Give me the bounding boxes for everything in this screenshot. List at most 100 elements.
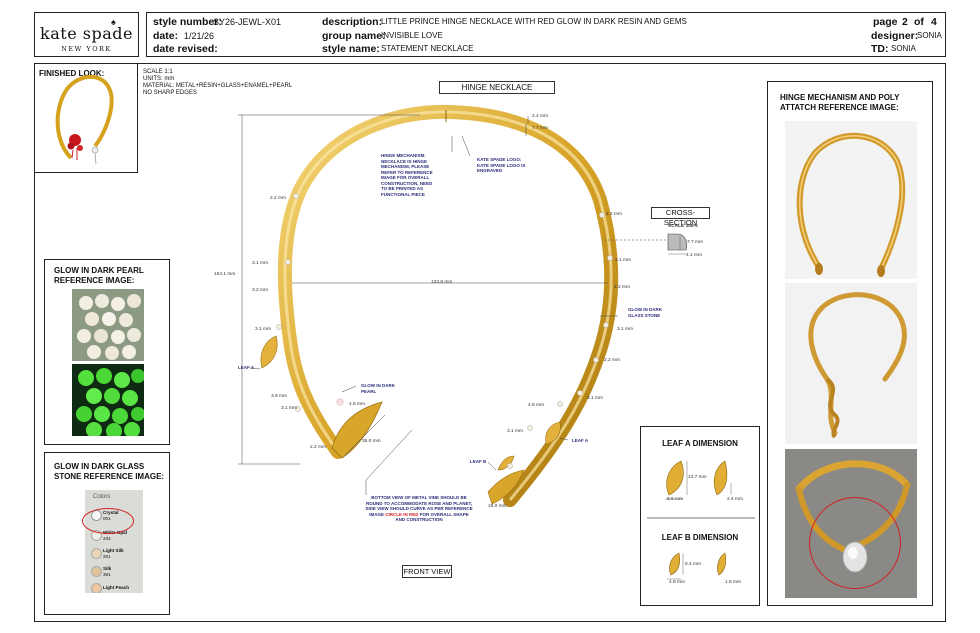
header-box: style number: SY26-JEWL-X01 date: 1/21/2… [146,12,946,57]
swatch-name-3: Light Silk [103,548,124,553]
main-frame [34,63,946,622]
td-label: TD: [871,43,889,55]
hinge-ref-title: HINGE MECHANISM AND POLY ATTATCH REFEREN… [780,93,900,112]
finished-look-title: FINISHED LOOK: [39,69,105,78]
note-leaf-b: LEAF B [470,459,487,464]
note-glow-pearl: GLOW IN DARK PEARL [361,383,395,394]
cross-scale-label: SCALE 100% [668,224,698,229]
spec-units: UNITS: mm [143,76,175,82]
swatch-code-2: 234 [103,536,111,541]
dim-2-4: 2.4 mm [532,114,548,119]
leaf-dimension-box: LEAF A DIMENSION 13.7 mm 8.6 mm 2.4 mm L… [640,426,760,606]
dim-right-2-2b: 2.2 mm [614,285,630,290]
spec-material: MATERIAL: METAL+RESIN+GLASS+ENAMEL+PEARL [143,83,293,89]
note-glow-glass: GLOW IN DARK GLASS STONE [628,307,662,318]
style-name-label: style name: [322,43,380,55]
dim-cs-4-1: 4.1 mm [686,253,702,258]
glow-pearl-box: GLOW IN DARK PEARL REFERENCE IMAGE: [44,259,170,445]
dim-left-3-1c: 3.1 mm [281,406,297,411]
leaf-a-title: LEAF A DIMENSION [662,439,738,448]
style-number-value: SY26-JEWL-X01 [213,17,282,27]
leaf-a-side: 2.4 mm [727,497,743,502]
swatch-light-peach [91,583,102,593]
leaf-b-width: 4.8 mm [669,580,685,585]
page-current: 2 [902,16,908,28]
glow-glass-title: GLOW IN DARK GLASS STONE REFERENCE IMAGE… [54,462,165,481]
description-value: LITTLE PRINCE HINGE NECKLACE WITH RED GL… [381,17,687,26]
dim-left-2-2b: 2.2 mm [310,445,326,450]
hinge-ref-photo-2 [785,283,917,444]
hinge-ref-photo-3 [785,449,917,598]
hinge-necklace-title: HINGE NECKLACE [439,81,555,94]
note-bottom-red: CIRCLE IN RED [385,511,419,517]
page-total: 4 [931,16,937,28]
hinge-ref-box: HINGE MECHANISM AND POLY ATTATCH REFEREN… [767,81,933,606]
note-hinge: HINGE MECHANISM: NECKLACE IS HINGE MECHA… [381,153,433,197]
note-logo: KATE SPADE LOGO: KATE SPADE LOGO IS ENGR… [477,157,526,173]
glow-pearl-title: GLOW IN DARK PEARL REFERENCE IMAGE: [54,266,144,285]
leaf-drawings [647,460,755,580]
dim-left-4-5: 4.5 mm [349,402,365,407]
dim-right-3-1b: 3.1 mm [617,327,633,332]
spec-scale: SCALE 1:1 [143,69,173,75]
spec-edges: NO SHARP EDGES [143,90,197,96]
swatch-light-silk [91,548,102,559]
dim-right-2-2a: 2.2 mm [606,212,622,217]
note-bottom-post: FOR OVERALL SHAPE AND CONSTRUCTION [395,511,469,523]
style-name-value: STATEMENT NECKLACE [381,44,474,53]
dim-35-0: 35.0 mm [362,439,381,444]
pearl-photo-day [72,289,144,361]
dim-left-3-2: 3.2 mm [252,288,268,293]
dim-right-2-2c: 2.2 mm [604,358,620,363]
dim-left-3-1a: 3.1 mm [252,261,268,266]
date-revised-label: date revised: [153,43,218,55]
note-leaf-a-right: LEAF A [572,438,589,443]
designer-label: designer: [871,30,919,42]
hinge-ref-photo-1 [785,121,917,279]
date-value: 1/21/26 [184,31,215,41]
designer-value: SONIA [917,31,942,40]
dim-7-7: 7.7 mm [532,126,548,131]
note-bottom-view: BOTTOM VIEW OF METAL VINE SHOULD BE ROUN… [364,495,474,523]
spade-icon: ♠ [111,17,116,27]
dim-18-0: 18.0 mm [488,504,507,509]
group-name-value: INVISIBLE LOVE [381,31,443,40]
colors-header: Colors [93,494,111,500]
dim-right-3-1a: 3.1 mm [615,258,631,263]
swatch-silk [91,566,102,577]
swatch-name-5: Light Peach [103,585,130,590]
leaf-a-height: 13.7 mm [688,475,707,480]
description-label: description: [322,16,383,28]
dim-left-3-9: 3.9 mm [271,394,287,399]
finished-look-box: FINISHED LOOK: [34,63,138,173]
brand-location: NEW YORK [61,45,112,53]
dim-right-4-5: 4.5 mm [528,403,544,408]
dim-154-1: 154.1 mm [214,272,236,277]
pearl-photo-glow [72,364,144,436]
style-number-label: style number: [153,16,222,28]
front-view-label: FRONT VIEW [402,565,452,578]
page-of: of [914,16,924,28]
dim-left-2-2a: 2.2 mm [270,196,286,201]
dim-right-3-1d: 3.1 mm [507,429,523,434]
leaf-b-title: LEAF B DIMENSION [661,533,739,542]
dim-cs-7-7: 7.7 mm [687,240,703,245]
red-highlight-circle [82,508,134,534]
note-bottom-pre: BOTTOM VIEW OF METAL VINE SHOULD BE ROUN… [365,495,473,517]
swatch-code-4: 391 [103,572,111,577]
leaf-a-width: 8.6 mm [667,497,683,502]
hinge-red-circle [809,497,901,589]
leaf-b-height: 8.4 mm [685,562,701,567]
leaf-b-side: 1.6 mm [725,580,741,585]
dim-133-8: 133.8 mm [431,280,453,285]
cross-section-label: CROSS-SECTION [651,207,710,227]
brand-box: kate spade ♠ NEW YORK [34,12,139,57]
td-value: SONIA [891,44,916,53]
dim-right-3-1c: 3.1 mm [587,396,603,401]
group-name-label: group name: [322,30,386,42]
date-label: date: [153,30,179,42]
finished-look-image [55,74,114,165]
page-label: page [873,16,898,28]
swatch-code-3: 261 [103,554,111,559]
